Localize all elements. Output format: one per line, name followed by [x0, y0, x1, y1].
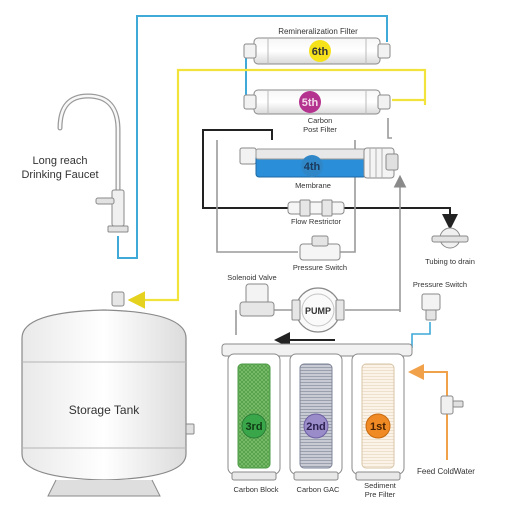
booster-pump	[291, 287, 345, 333]
stage1-badge	[365, 413, 391, 439]
feed-water-valve	[440, 395, 464, 415]
membrane-top-line	[252, 129, 273, 140]
filter-outlet-line	[411, 322, 431, 348]
tank-product-line	[127, 68, 427, 309]
sediment-label-1: Sediment	[364, 481, 397, 490]
stage6-badge	[309, 40, 331, 62]
stage4-badge	[301, 155, 323, 177]
drain-saddle	[431, 227, 469, 249]
feed-cold-water-label: Feed ColdWater	[417, 467, 475, 476]
right-pressure-switch-label: Pressure Switch	[413, 280, 467, 289]
carbon-gac-label: Carbon GAC	[297, 485, 341, 494]
stage2-badge	[303, 413, 329, 439]
drinking-water-line	[117, 15, 388, 259]
tank-to-pressure-switch-line	[216, 140, 298, 253]
remineralization-filter-label: Remineralization Filter	[278, 27, 358, 36]
stage2-label: 2nd	[306, 421, 326, 433]
storage-tank	[21, 291, 195, 497]
center-pressure-switch-label: Pressure Switch	[293, 263, 347, 272]
drinking-faucet	[57, 93, 129, 233]
flow-restrictor-label: Flow Restrictor	[291, 217, 342, 226]
storage-tank-label: Storage Tank	[69, 403, 140, 417]
faucet-label-2: Drinking Faucet	[21, 169, 98, 181]
feed-water-line	[408, 364, 448, 460]
center-pressure-switch	[299, 235, 341, 261]
solenoid-valve	[239, 283, 275, 317]
carbon-block-label: Carbon Block	[233, 485, 278, 494]
stage4-label: 4th	[304, 161, 321, 173]
drain-line	[202, 129, 458, 230]
stage6-label: 6th	[312, 46, 329, 58]
stage5-badge	[299, 91, 321, 113]
carbon-post-filter-label-2: Post Filter	[303, 125, 337, 134]
carbon-post-filter-label-1: Carbon	[308, 116, 333, 125]
flow-restrictor	[287, 199, 345, 217]
membrane-to-post-filter-line	[387, 118, 392, 139]
right-pressure-switch	[421, 293, 441, 321]
membrane-label: Membrane	[295, 181, 331, 190]
ro-membrane	[239, 147, 399, 179]
stage5-label: 5th	[302, 97, 319, 109]
sediment-label-2: Pre Filter	[365, 490, 396, 499]
stage3-badge	[241, 413, 267, 439]
tubing-to-drain-label: Tubing to drain	[425, 257, 475, 266]
stage1-label: 1st	[370, 421, 386, 433]
faucet-label-1: Long reach	[32, 155, 87, 167]
pump-label: PUMP	[305, 306, 331, 316]
stage3-label: 3rd	[245, 421, 262, 433]
solenoid-valve-label: Solenoid Valve	[227, 273, 276, 282]
